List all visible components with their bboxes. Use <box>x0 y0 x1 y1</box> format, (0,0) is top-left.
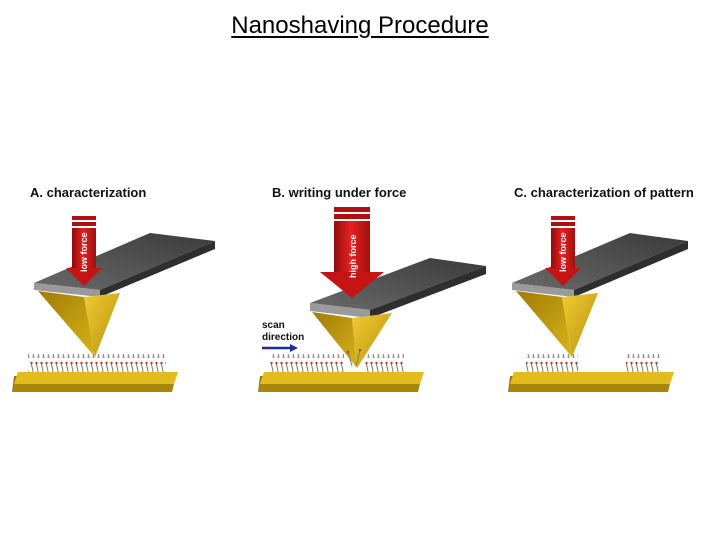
cantilever <box>310 258 486 318</box>
high-force-arrow: high force <box>320 207 384 298</box>
panel-a-characterization: A. characterization low force <box>12 185 215 392</box>
low-force-label: low force <box>79 232 89 272</box>
slide-title: Nanoshaving Procedure <box>231 12 489 39</box>
scan-arrow-head <box>290 344 298 352</box>
panel-c-label: C. characterization of pattern <box>514 185 694 200</box>
afm-tip <box>516 291 598 357</box>
low-force-arrow: low force <box>545 216 581 286</box>
displaced-molecules <box>346 348 362 367</box>
gold-substrate <box>258 372 424 392</box>
cantilever <box>34 233 215 297</box>
panel-c-characterization-of-pattern: C. characterization of pattern low fo <box>508 185 694 392</box>
monolayer <box>526 354 578 372</box>
afm-tip <box>312 312 392 368</box>
scan-label-line1: scan <box>262 320 285 331</box>
monolayer <box>626 354 660 372</box>
cantilever <box>512 233 688 297</box>
panel-b-label: B. writing under force <box>272 185 406 200</box>
monolayer <box>270 354 344 372</box>
scan-label-line2: direction <box>262 332 304 343</box>
monolayer <box>28 354 166 372</box>
scan-direction-indicator: scan direction <box>262 320 304 352</box>
gold-substrate <box>508 372 674 392</box>
low-force-label: low force <box>558 232 568 272</box>
low-force-arrow: low force <box>66 216 102 286</box>
afm-tip <box>38 291 120 357</box>
gold-substrate <box>12 372 178 392</box>
high-force-label: high force <box>348 234 358 278</box>
panel-a-label: A. characterization <box>30 185 146 200</box>
monolayer <box>364 354 404 372</box>
panel-b-writing: B. writing under force <box>258 185 486 392</box>
